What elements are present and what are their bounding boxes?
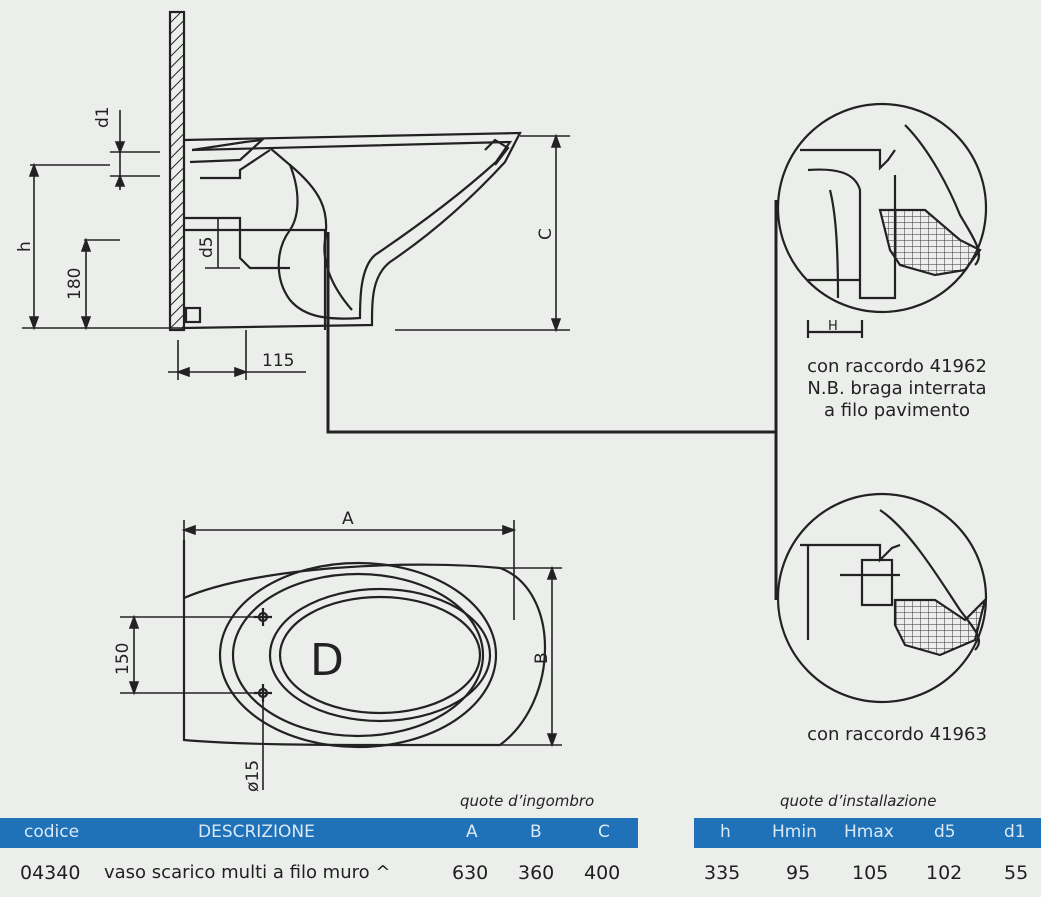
label-d1: d1 (93, 106, 113, 128)
cell-A: 630 (452, 862, 489, 884)
cell-codice: 04340 (20, 862, 81, 884)
label-phi15: ø15 (243, 760, 263, 792)
caption-top-line-3: a filo pavimento (823, 400, 971, 421)
detail-top-H: H (828, 319, 838, 334)
col-hmin: Hmin (772, 822, 817, 842)
header-ingombro: quote d’ingombro (460, 792, 595, 810)
label-A: A (342, 509, 354, 529)
cell-d1: 55 (1004, 862, 1029, 884)
label-B: B (532, 652, 552, 664)
wall (168, 10, 186, 332)
cell-hmin: 95 (786, 862, 811, 884)
col-d1: d1 (1004, 822, 1026, 842)
label-115: 115 (262, 351, 294, 371)
col-C: C (598, 822, 610, 842)
plan-labels: A B 150 ø15 D (113, 509, 552, 792)
cell-B: 360 (518, 862, 555, 884)
cell-hmax: 105 (852, 862, 889, 884)
plan-view (182, 540, 547, 749)
side-view (168, 10, 522, 332)
header-installazione: quote d’installazione (780, 792, 937, 810)
col-B: B (530, 822, 542, 842)
label-D: D (310, 635, 344, 686)
caption-top: con raccordo 41962 N.B. braga interrata … (782, 356, 1012, 422)
cell-C: 400 (584, 862, 621, 884)
connector-lines (326, 200, 778, 600)
col-descrizione: DESCRIZIONE (198, 822, 315, 842)
plan-dimensions (120, 520, 562, 790)
caption-top-line-1: con raccordo 41962 (807, 356, 987, 377)
label-180: 180 (65, 268, 85, 300)
label-150: 150 (113, 643, 133, 675)
col-A: A (466, 822, 478, 842)
cell-d5: 102 (926, 862, 963, 884)
detail-bottom (776, 492, 988, 704)
caption-bottom: con raccordo 41963 (807, 724, 987, 745)
label-d5: d5 (197, 236, 217, 258)
side-labels: d1 h 180 d5 C 115 (15, 106, 556, 371)
plan-body (182, 540, 547, 747)
detail-top (776, 102, 988, 338)
label-h: h (15, 241, 35, 252)
header-bar-2: h Hmin Hmax d5 d1 (694, 818, 1041, 848)
col-h: h (720, 822, 731, 842)
col-hmax: Hmax (844, 822, 894, 842)
label-C: C (536, 228, 556, 240)
header-bar-1: codice DESCRIZIONE A B C (0, 818, 638, 848)
cell-descrizione: vaso scarico multi a filo muro ^ (104, 862, 391, 883)
col-codice: codice (24, 822, 80, 842)
bowl-outline (183, 131, 522, 330)
caption-top-line-2: N.B. braga interrata (807, 378, 987, 399)
cell-h: 335 (704, 862, 741, 884)
side-dimensions (22, 110, 570, 380)
col-d5: d5 (934, 822, 956, 842)
